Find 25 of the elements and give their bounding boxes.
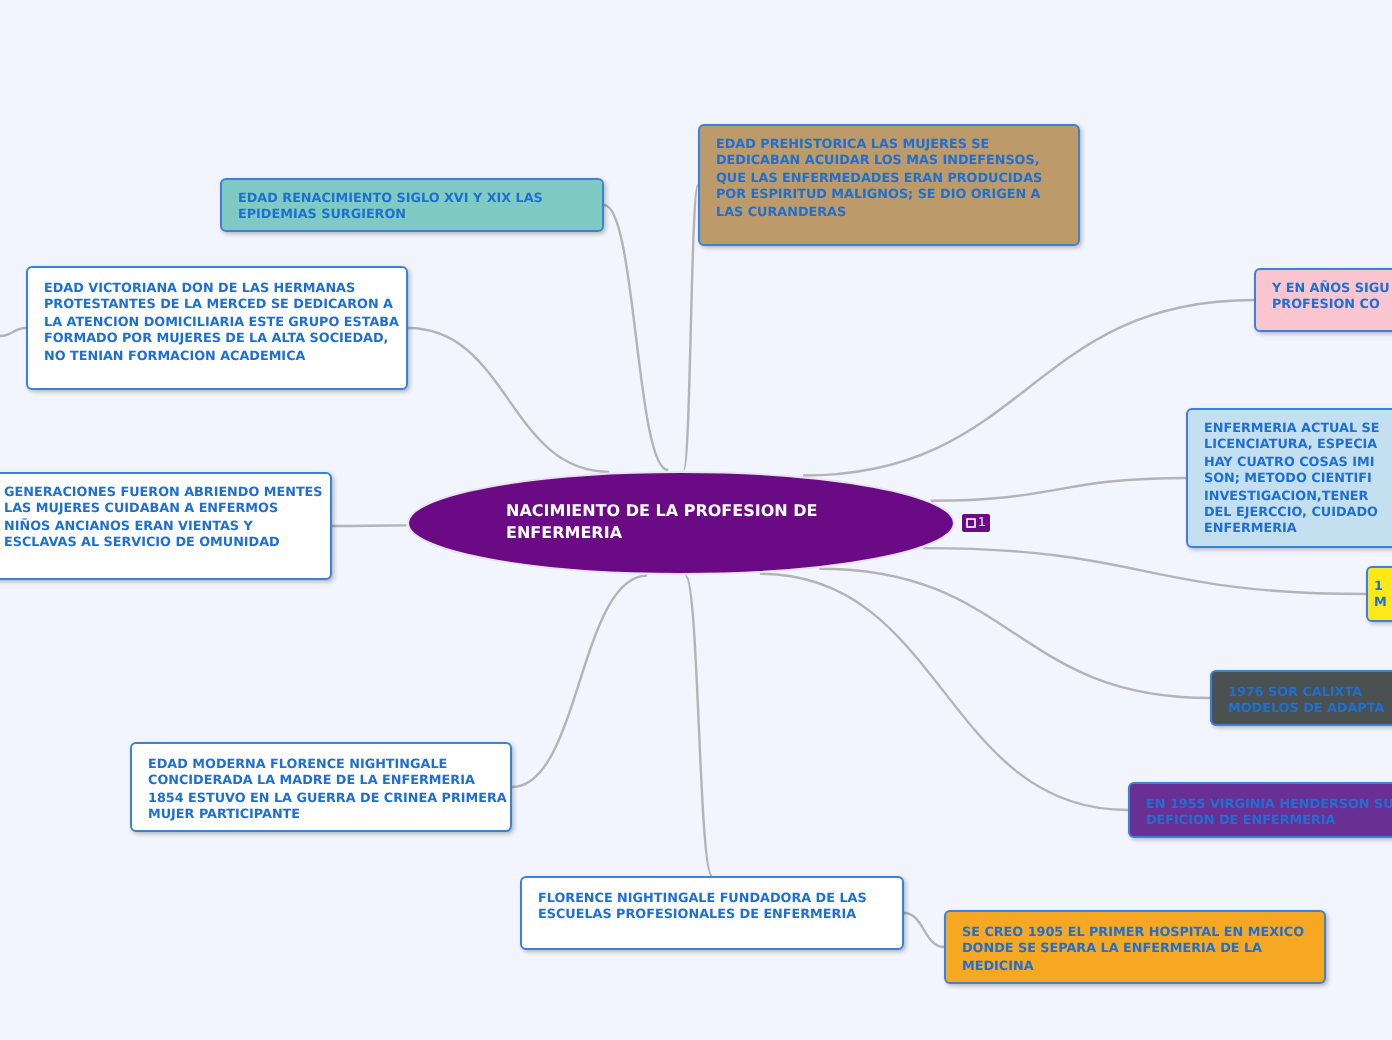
topic-box xyxy=(520,876,904,950)
topic-box xyxy=(220,178,604,232)
connector-line xyxy=(684,575,714,877)
connector-line xyxy=(802,298,1255,477)
topic-ellipse xyxy=(406,470,956,576)
topic-box xyxy=(944,910,1326,984)
connector-line xyxy=(682,184,700,471)
topic-box xyxy=(26,266,408,390)
connector-line xyxy=(923,546,1367,596)
connector-line xyxy=(819,567,1211,700)
topic-box xyxy=(1186,408,1392,548)
connector-line xyxy=(903,911,945,949)
connector-line xyxy=(511,574,648,789)
topic-box xyxy=(1210,670,1392,726)
topic-box xyxy=(130,742,512,832)
topic-box xyxy=(1128,782,1392,838)
connector-line xyxy=(603,204,669,472)
connector-line xyxy=(930,476,1187,502)
connector-line xyxy=(759,572,1129,812)
topic-text: NACIMIENTO DE LA PROFESION DE ENFERMERIA xyxy=(506,500,820,544)
topic-box xyxy=(698,124,1080,246)
connector-line xyxy=(0,326,27,338)
connector-line xyxy=(332,524,407,528)
topic-box xyxy=(0,472,332,580)
connector-line xyxy=(407,326,610,474)
